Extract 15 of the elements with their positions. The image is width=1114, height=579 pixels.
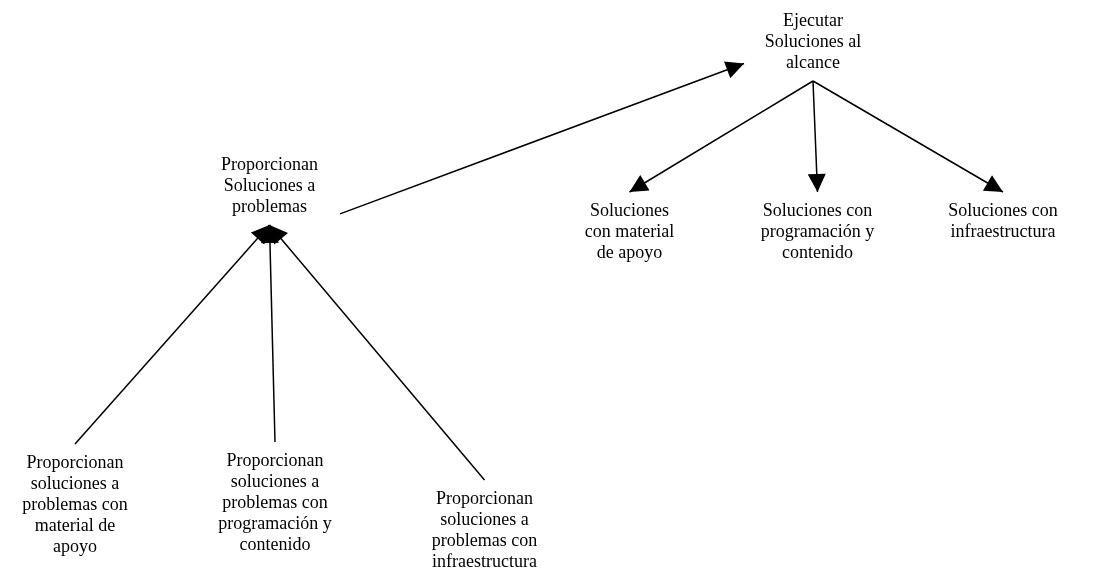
arrow <box>339 61 745 215</box>
arrow <box>812 80 1004 193</box>
node-label: Proporcionan soluciones a problemas con programación y contenido <box>218 450 332 555</box>
node-label: Soluciones con programación y contenido <box>760 200 875 263</box>
node-label: Proporcionan Soluciones a problemas <box>207 154 332 217</box>
node-label: Proporcionan soluciones a problemas con infraestructura <box>422 488 547 572</box>
arrow <box>74 224 271 445</box>
arrow <box>268 224 486 481</box>
node-label: Soluciones con material de apoyo <box>577 200 682 263</box>
node-label: Ejecutar Soluciones al alcance <box>752 10 874 73</box>
node-label: Soluciones con infraestructura <box>944 200 1062 242</box>
arrow <box>807 80 826 193</box>
arrow <box>628 80 814 193</box>
arrow <box>260 224 279 443</box>
node-label: Proporcionan soluciones a problemas con material de apoyo <box>18 452 132 557</box>
